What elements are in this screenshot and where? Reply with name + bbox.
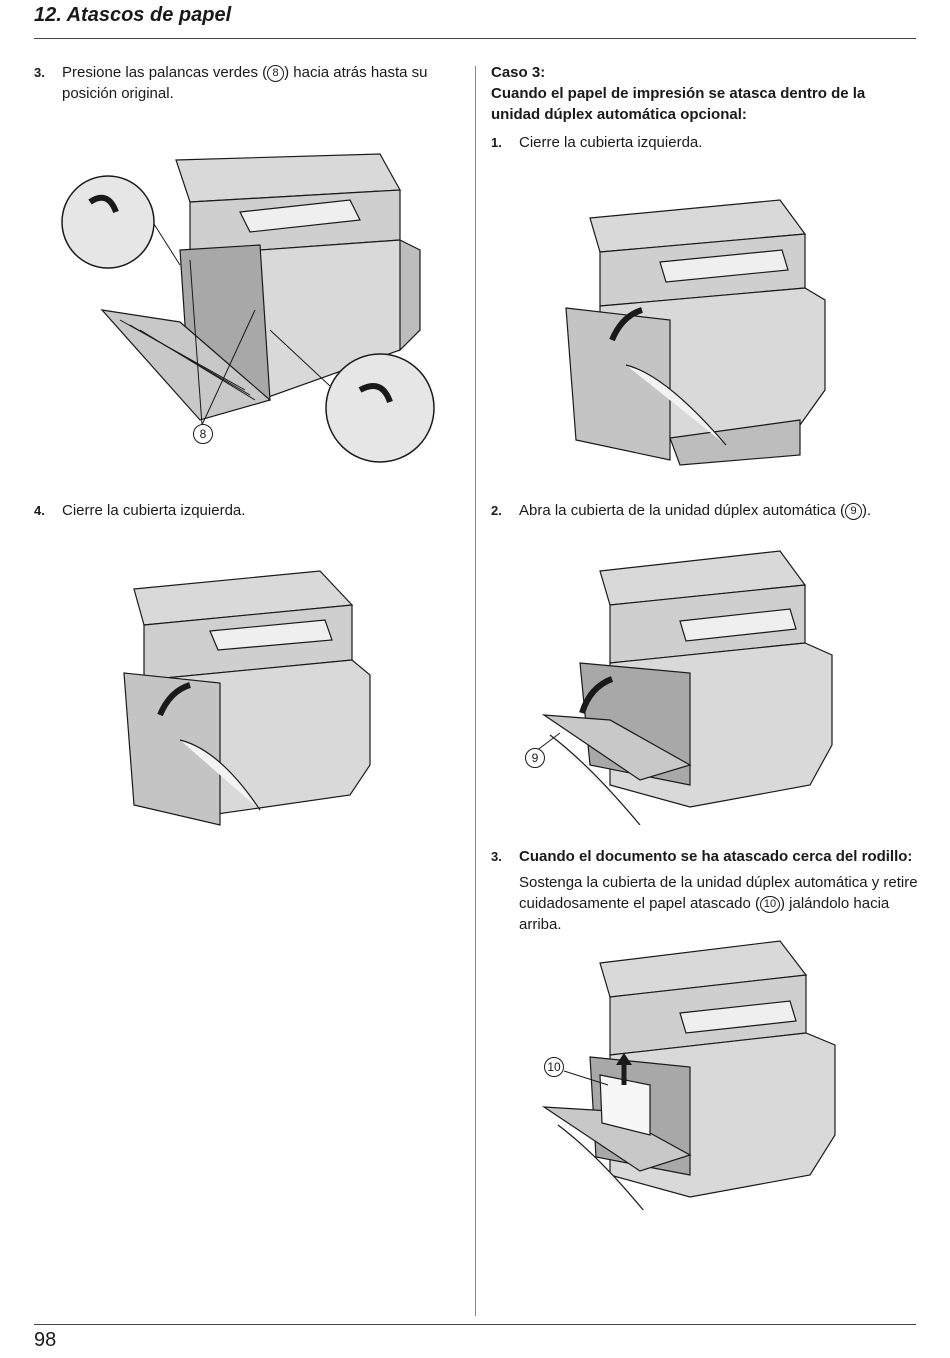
header-rule (34, 38, 916, 39)
step-title: Cuando el documento se ha atascado cerca… (519, 848, 913, 865)
step-number: 3. (491, 849, 502, 864)
page-header-title: 12. Atascos de papel (34, 4, 232, 26)
step-text-part: ) hacia atrás hasta su posición original… (62, 64, 428, 102)
figure-callout-8: 8 (193, 424, 213, 444)
case-description: Cuando el papel de impresión se atasca d… (491, 85, 866, 123)
step-text-part: Presione las palancas verdes ( (62, 64, 268, 81)
left-step-3: 3. Presione las palancas verdes (8) haci… (34, 62, 434, 104)
callout-10: 10 (760, 896, 780, 913)
step-number: 3. (34, 65, 45, 80)
step-text: Cierre la cubierta izquierda. (62, 502, 246, 519)
step-text-part: ) jalándolo hacia arriba. (519, 895, 890, 933)
step-text-part: ). (862, 502, 872, 519)
figure-close-left-cover (120, 565, 380, 840)
figure-remove-jammed-paper: 10 (530, 935, 840, 1210)
callout-8: 8 (267, 65, 285, 82)
figure-open-duplex-cover: 9 (520, 545, 840, 825)
step-text: Sostenga la cubierta de la unidad dúplex… (519, 872, 921, 935)
step-number: 2. (491, 503, 502, 518)
step-text-part: Abra la cubierta de la unidad dúplex aut… (519, 502, 846, 519)
figure-close-left-cover-duplex (560, 190, 830, 470)
step-text-part: Sostenga la cubierta de la unidad dúplex… (519, 874, 918, 912)
right-step-3: 3. Cuando el documento se ha atascado ce… (491, 846, 921, 935)
case-title: Caso 3: (491, 64, 546, 81)
figure-callout-10: 10 (544, 1057, 564, 1077)
left-step-4: 4. Cierre la cubierta izquierda. (34, 500, 434, 521)
figure-callout-9: 9 (525, 748, 545, 768)
step-number: 4. (34, 503, 45, 518)
case-3-heading: Caso 3: Cuando el papel de impresión se … (491, 62, 916, 125)
right-step-1: 1. Cierre la cubierta izquierda. (491, 132, 916, 153)
step-text: Cierre la cubierta izquierda. (519, 134, 703, 151)
step-number: 1. (491, 135, 502, 150)
page-number: 98 (34, 1329, 57, 1351)
footer-rule (34, 1324, 916, 1325)
right-step-2: 2. Abra la cubierta de la unidad dúplex … (491, 500, 916, 521)
callout-9: 9 (845, 503, 863, 520)
step-text: Presione las palancas verdes (8) hacia a… (62, 62, 434, 104)
figure-press-levers: 8 (60, 150, 440, 470)
step-text: Abra la cubierta de la unidad dúplex aut… (519, 500, 916, 521)
column-divider (475, 66, 476, 1316)
